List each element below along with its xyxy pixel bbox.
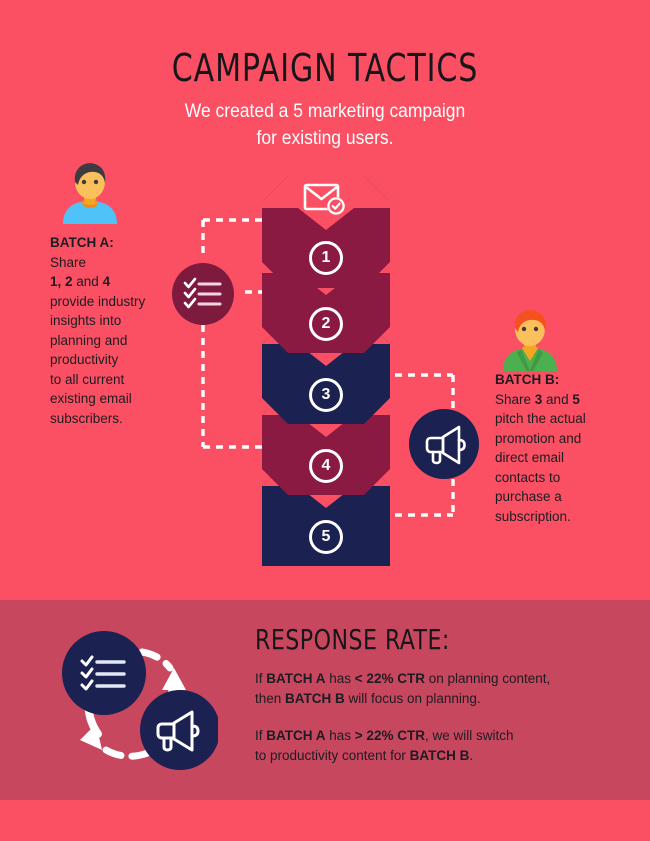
- step-number-2: 2: [309, 307, 343, 341]
- batch-a-line-3: provide industry: [50, 293, 146, 309]
- step-number-4: 4: [309, 449, 343, 483]
- connector-lines-right-lower: [395, 479, 455, 517]
- page-subtitle: We created a 5 marketing campaign for ex…: [26, 98, 624, 152]
- p1-a: If: [255, 671, 267, 686]
- p2-a: If: [255, 728, 267, 743]
- batch-a-line-1: Share: [50, 254, 87, 270]
- subtitle-line-1: We created a 5 marketing campaign: [184, 101, 466, 122]
- step-number-3: 3: [309, 378, 343, 412]
- avatar-batch-b: [497, 305, 563, 371]
- response-rate-title: RESPONSE RATE:: [255, 623, 450, 656]
- batch-a-description: BATCH A: Share 1, 2 and 4 provide indust…: [50, 233, 170, 428]
- megaphone-badge: [409, 409, 479, 479]
- step-row-1: 1: [262, 176, 390, 288]
- campaign-step-stack: 5 4 3 2: [262, 176, 390, 566]
- batch-b-line-3: promotion and: [495, 430, 582, 446]
- page-title: CAMPAIGN TACTICS: [171, 46, 479, 90]
- envelope-check-icon: [303, 183, 345, 215]
- batch-a-line-7: to all current: [50, 371, 125, 387]
- batch-a-line-5: planning and: [50, 332, 128, 348]
- p2-batch-b: BATCH B: [409, 748, 470, 763]
- batch-a-bold-2: 4: [102, 274, 111, 289]
- batch-a-line-8: existing email: [50, 391, 132, 406]
- p2-d: , we will switch: [424, 728, 514, 743]
- batch-a-heading: BATCH A:: [50, 235, 114, 250]
- p1-f: will focus on planning.: [344, 691, 481, 706]
- batch-b-description: BATCH B: Share 3 and 5 pitch the actual …: [495, 370, 615, 526]
- cycle-diagram: [62, 631, 218, 770]
- checklist-badge: [172, 263, 234, 325]
- p2-ctr: > 22% CTR: [354, 728, 425, 743]
- avatar-batch-a: [57, 158, 123, 224]
- batch-b-line-2: pitch the actual: [495, 411, 586, 426]
- p1-c: has: [325, 671, 355, 686]
- batch-a-line-2: 1, 2 and 4: [50, 272, 170, 292]
- cycle-megaphone-circle: [140, 690, 218, 770]
- p1-batch-a: BATCH A: [266, 671, 326, 686]
- step-number-1: 1: [309, 241, 343, 275]
- p2-f: .: [469, 748, 474, 763]
- batch-b-line-1: Share 3 and 5: [495, 390, 615, 410]
- subtitle-line-2: for existing users.: [256, 128, 394, 149]
- batch-a-bold-1: 1, 2: [50, 274, 73, 289]
- batch-b-line-4: direct email: [495, 450, 565, 465]
- response-paragraph-1: If BATCH A has < 22% CTR on planning con…: [255, 669, 585, 709]
- p1-ctr: < 22% CTR: [354, 671, 425, 686]
- batch-a-line-4: insights into: [50, 313, 122, 328]
- connector-lines-right: [395, 373, 455, 411]
- batch-b-line-5: contacts to: [495, 469, 561, 485]
- batch-b-line-6: purchase a: [495, 489, 562, 504]
- p2-c: has: [325, 728, 355, 743]
- p2-batch-a: BATCH A: [266, 728, 326, 743]
- p1-d: on planning content,: [424, 671, 551, 686]
- batch-a-line-6: productivity: [50, 352, 119, 367]
- batch-a-line-9: subscribers.: [50, 410, 123, 426]
- batch-b-mid: and: [542, 391, 573, 407]
- batch-b-heading: BATCH B:: [495, 372, 560, 387]
- step-number-5: 5: [309, 520, 343, 554]
- batch-b-pre: Share: [495, 391, 535, 407]
- batch-a-mid: and: [72, 274, 103, 289]
- p1-batch-b: BATCH B: [285, 691, 345, 706]
- batch-b-bold-2: 5: [572, 391, 580, 407]
- batch-b-line-7: subscription.: [495, 508, 571, 524]
- batch-b-bold-1: 3: [534, 391, 543, 407]
- response-paragraph-2: If BATCH A has > 22% CTR, we will switch…: [255, 726, 585, 766]
- p2-e: to productivity content for: [255, 748, 410, 763]
- p1-e: then: [255, 691, 286, 706]
